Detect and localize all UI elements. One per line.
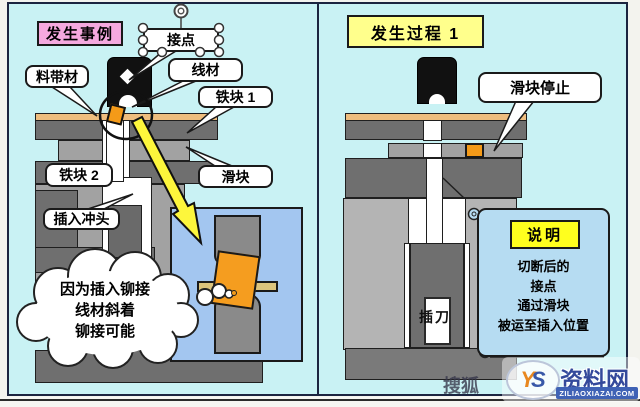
note-title-box: 说明 xyxy=(510,220,580,249)
iron-block-2-label-text: 铁块 2 xyxy=(59,167,99,183)
slider-label-text: 滑块 xyxy=(221,168,250,185)
wire-label: 线材 xyxy=(168,58,243,82)
note-line-3: 通过滑块 xyxy=(517,298,570,313)
slider-label: 滑块 xyxy=(198,165,273,188)
explanation-scroll: 说明 切断后的 接点 通过滑块 被运至插入位置 xyxy=(477,208,610,357)
insert-blade-label-text: 插刀 xyxy=(419,309,451,325)
wire-label-text: 线材 xyxy=(191,62,220,78)
left-panel-title: 发生事例 xyxy=(37,21,123,46)
insert-punch-label-text: 插入冲头 xyxy=(53,211,110,227)
contact-label[interactable]: 接点 xyxy=(143,28,219,52)
carried-contact-piece xyxy=(465,143,484,158)
iron-block-2-label: 铁块 2 xyxy=(45,163,113,187)
cloud-line-1: 因为插入铆接 xyxy=(59,281,150,298)
bottom-border-line xyxy=(0,399,640,401)
left-panel-title-text: 发生事例 xyxy=(45,26,114,43)
note-body: 切断后的 接点 通过滑块 被运至插入位置 xyxy=(483,257,604,335)
iron-block-1-label-text: 铁块 1 xyxy=(215,89,256,105)
note-line-1: 切断后的 xyxy=(517,259,570,274)
contact-label-text: 接点 xyxy=(167,32,195,48)
note-line-4: 被运至插入位置 xyxy=(497,317,589,333)
right-guide-strip-left xyxy=(404,243,410,348)
material-strip-label: 料带材 xyxy=(25,65,89,88)
slider-stop-label-text: 滑块停止 xyxy=(509,80,570,97)
right-blade-channel xyxy=(426,158,443,248)
note-line-2: 接点 xyxy=(530,278,557,294)
right-top-channel xyxy=(423,120,442,141)
iron-block-1-label: 铁块 1 xyxy=(198,86,273,108)
bottom-margin xyxy=(0,397,640,407)
insert-punch-label: 插入冲头 xyxy=(43,208,120,230)
slider-stop-label: 滑块停止 xyxy=(478,72,602,103)
right-slider-channel xyxy=(423,143,442,158)
cloud-line-3: 铆接可能 xyxy=(74,323,135,340)
right-panel-title-text: 发生过程 1 xyxy=(370,25,461,43)
defect-inset-box xyxy=(170,207,303,362)
right-guide-strip-right xyxy=(464,243,470,348)
insert-blade-slot xyxy=(424,297,451,345)
cloud-text: 因为插入铆接 线材斜着 铆接可能 xyxy=(38,279,172,342)
material-strip-label-text: 料带材 xyxy=(36,68,78,85)
panel-divider xyxy=(317,2,319,396)
right-panel-title: 发生过程 1 xyxy=(347,15,484,48)
right-punch-notch xyxy=(429,94,445,104)
insert-blade-label: 插刀 xyxy=(405,307,465,327)
note-title-text: 说明 xyxy=(526,227,563,244)
slanted-wire-band xyxy=(210,250,261,310)
right-slider-block xyxy=(388,143,523,158)
cloud-line-2: 线材斜着 xyxy=(74,302,135,319)
